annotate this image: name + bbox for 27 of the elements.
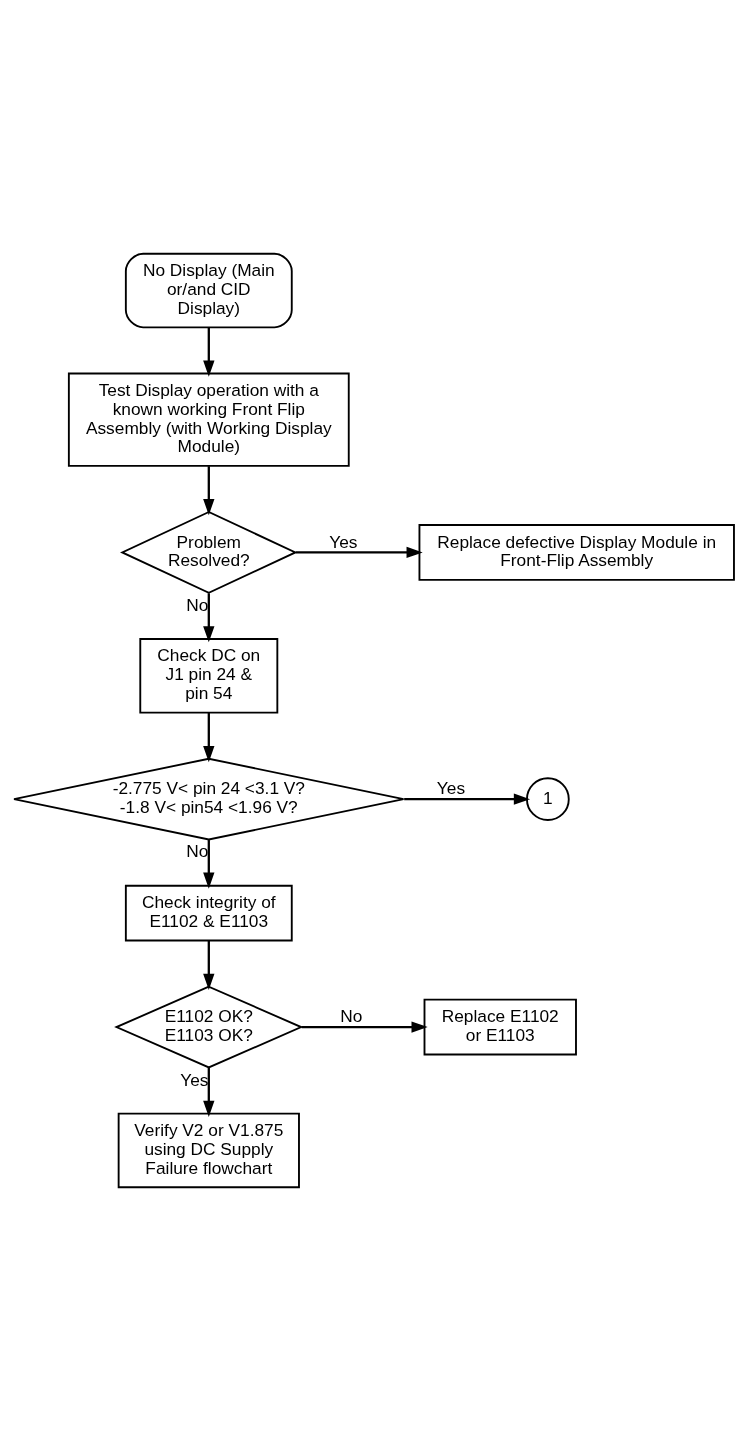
arrow <box>203 940 215 990</box>
arrow <box>203 1067 215 1118</box>
node-box: Test Display operation with a known working Front Flip Assembly (with Working Display Module) <box>67 372 350 467</box>
node-diamond: E1102 OK? E1103 OK? <box>114 985 304 1069</box>
node-box: Verify V2 or V1.875 using DC Supply Failure flowchart <box>117 1112 300 1189</box>
arrow <box>203 840 215 889</box>
edge-label: No <box>186 595 209 616</box>
arrow <box>203 466 215 516</box>
node-box: Check integrity of E1102 & E1103 <box>124 884 293 942</box>
node-diamond: Problem Resolved? <box>120 511 298 594</box>
node-box: Check DC on J1 pin 24 & pin 54 <box>139 638 279 714</box>
edge-label: Yes <box>436 778 466 799</box>
arrow <box>203 712 215 763</box>
node-box: No Display (Main or/and CID Display) <box>124 252 293 329</box>
node-diamond: -2.775 V< pin 24 <3.1 V? -1.8 V< pin54 <1.96 V? <box>13 757 405 841</box>
node-box: Replace E1102 or E1103 <box>423 998 577 1056</box>
node-circle: 1 <box>526 777 570 821</box>
arrow <box>203 327 215 377</box>
edge-label: Yes <box>180 1069 209 1090</box>
edge-label: Yes <box>329 531 358 552</box>
arrow <box>295 546 423 559</box>
edge-label: No <box>186 841 209 862</box>
arrow <box>404 793 531 805</box>
edge-label: No <box>340 1006 363 1027</box>
arrow <box>301 1021 428 1033</box>
arrow <box>203 593 215 643</box>
node-box: Replace defective Display Module in Front-Flip Assembly <box>418 524 735 581</box>
